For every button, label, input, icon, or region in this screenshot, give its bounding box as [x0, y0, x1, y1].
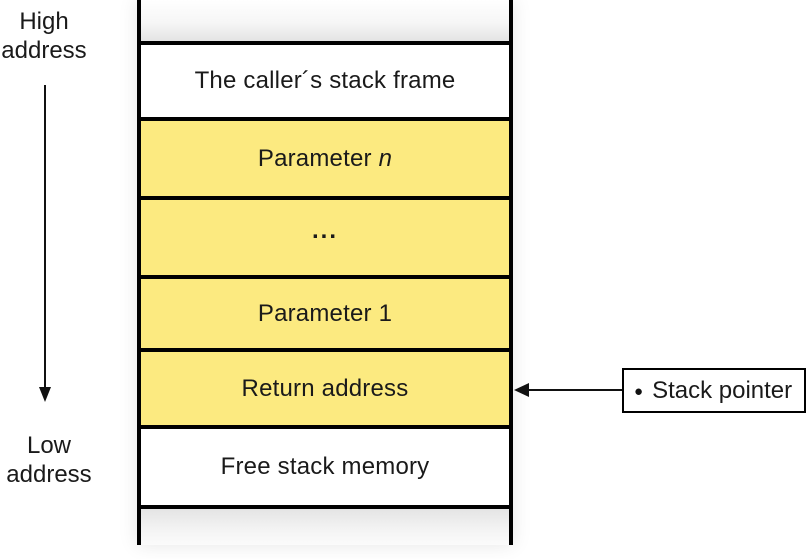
- low-address-label: Low address: [0, 431, 101, 489]
- stack-pointer-box: ● Stack pointer: [622, 368, 806, 413]
- arrow-left-icon: [514, 383, 529, 397]
- stack-row-parameter-1: Parameter 1: [141, 275, 509, 348]
- stack-pointer-label: Stack pointer: [652, 376, 793, 404]
- high-address-label: High address: [0, 7, 96, 65]
- stack-column: The caller´s stack frame Parameter n ...…: [137, 0, 513, 545]
- stack-row-parameter-n-label: Parameter n: [257, 144, 393, 172]
- stack-row-parameter-n: Parameter n: [141, 117, 509, 196]
- stack-row-ellipsis-label: ...: [311, 216, 338, 244]
- arrow-down-icon: [39, 387, 51, 402]
- stack-row-free-memory: Free stack memory: [141, 425, 509, 509]
- high-address-line2: address: [1, 37, 87, 64]
- stack-row-return-address-label: Return address: [241, 374, 409, 402]
- stack-row-ellipsis: ...: [141, 196, 509, 275]
- address-direction-arrow-line: [44, 85, 46, 388]
- stack-bottom-open-section: [141, 509, 509, 545]
- high-address-line1: High: [19, 8, 69, 35]
- stack-pointer-arrow-line: [517, 389, 642, 391]
- stack-row-caller-frame-label: The caller´s stack frame: [194, 67, 456, 94]
- stack-row-parameter-1-label: Parameter 1: [257, 299, 393, 327]
- low-address-line1: Low: [26, 432, 72, 459]
- stack-row-caller-frame: The caller´s stack frame: [141, 41, 509, 117]
- stack-row-return-address: Return address: [141, 348, 509, 425]
- bullet-icon: ●: [634, 383, 644, 400]
- stack-row-free-memory-label: Free stack memory: [220, 453, 430, 480]
- low-address-line2: address: [6, 461, 92, 488]
- stack-top-open-section: [141, 0, 509, 41]
